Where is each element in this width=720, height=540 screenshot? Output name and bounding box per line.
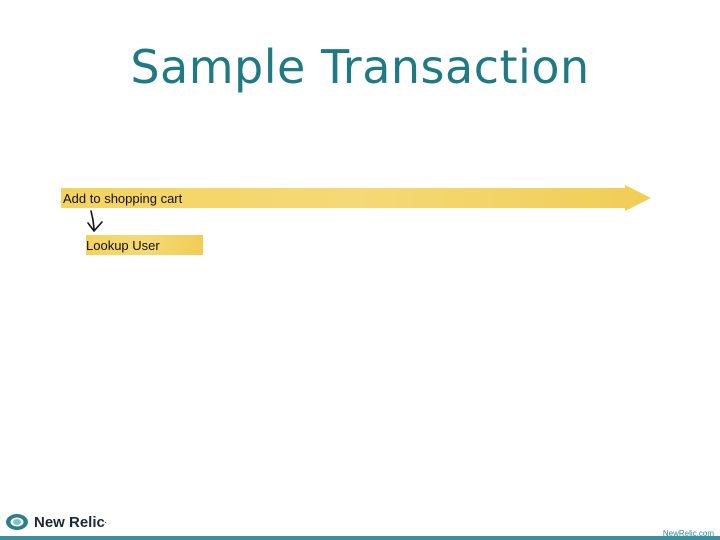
logo-text: New Relic (34, 513, 105, 531)
site-link[interactable]: NewRelic.com (662, 529, 714, 538)
span-label-add-to-cart: Add to shopping cart (63, 191, 183, 206)
bottom-rule (0, 536, 720, 540)
transaction-arrow-bar (61, 185, 651, 211)
logo-reg-mark: . (104, 519, 107, 525)
lookup-user-bar (86, 235, 203, 255)
slide-title: Sample Transaction (130, 40, 590, 94)
span-label-lookup-user: Lookup User (86, 238, 160, 253)
new-relic-logo-icon (6, 514, 28, 530)
call-arrow-icon (87, 210, 103, 233)
brand-logo: New Relic. (5, 511, 107, 533)
